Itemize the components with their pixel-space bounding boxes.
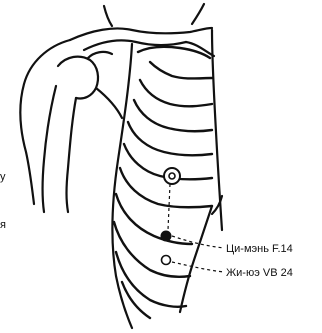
arm-outline-outer (43, 86, 57, 212)
rib-2 (150, 62, 212, 79)
edge-text-lower: я (0, 219, 6, 231)
qimen-label: Ци-мэнь F.14 (226, 243, 293, 255)
shoulder-outline (20, 40, 70, 204)
rib-10 (116, 252, 186, 307)
axilla-line (96, 88, 122, 118)
arm-outline-inner (67, 98, 77, 212)
rib-3 (140, 80, 212, 106)
neck-outline (104, 6, 112, 26)
qimen-point (161, 231, 172, 242)
acromion (88, 52, 112, 58)
rib-9 (114, 222, 190, 277)
rib-5 (128, 122, 212, 155)
riyue-leader-line (172, 262, 224, 272)
rib-1 (138, 47, 210, 58)
clavicle (70, 28, 212, 40)
upper-marker-dot (169, 173, 175, 179)
humeral-head (58, 57, 98, 99)
neck-outline-right (192, 4, 204, 24)
clavicle-lower (84, 40, 186, 50)
costal-margin (180, 206, 212, 312)
edge-text-upper: у (0, 171, 6, 183)
riyue-point (162, 256, 171, 265)
riyue-label: Жи-юэ VB 24 (226, 267, 293, 279)
